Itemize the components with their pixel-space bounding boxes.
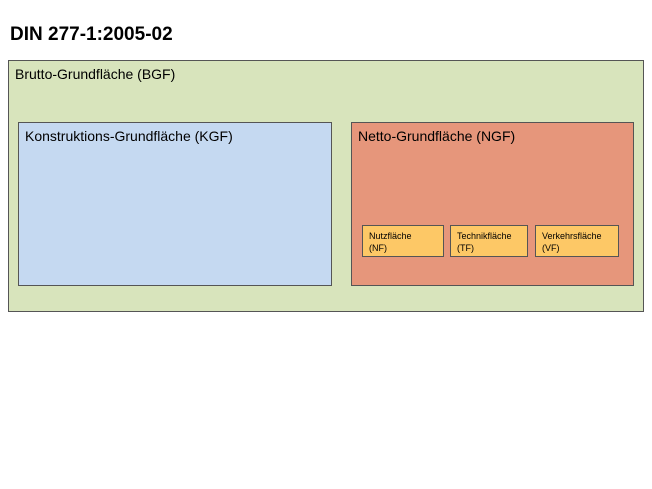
nf-abbr: (NF)	[369, 243, 387, 253]
tf-box: Technikfläche (TF)	[450, 225, 528, 257]
kgf-box: Konstruktions-Grundfläche (KGF)	[18, 122, 332, 286]
tf-name: Technikfläche	[457, 231, 512, 241]
vf-abbr: (VF)	[542, 243, 560, 253]
vf-box: Verkehrsfläche (VF)	[535, 225, 619, 257]
ngf-box: Netto-Grundfläche (NGF)	[351, 122, 634, 286]
ngf-label: Netto-Grundfläche (NGF)	[358, 128, 516, 144]
nf-name: Nutzfläche	[369, 231, 412, 241]
vf-name: Verkehrsfläche	[542, 231, 602, 241]
tf-abbr: (TF)	[457, 243, 474, 253]
nf-box: Nutzfläche (NF)	[362, 225, 444, 257]
bgf-label: Brutto-Grundfläche (BGF)	[15, 66, 176, 82]
kgf-label: Konstruktions-Grundfläche (KGF)	[25, 128, 233, 144]
diagram-title: DIN 277-1:2005-02	[10, 24, 173, 45]
